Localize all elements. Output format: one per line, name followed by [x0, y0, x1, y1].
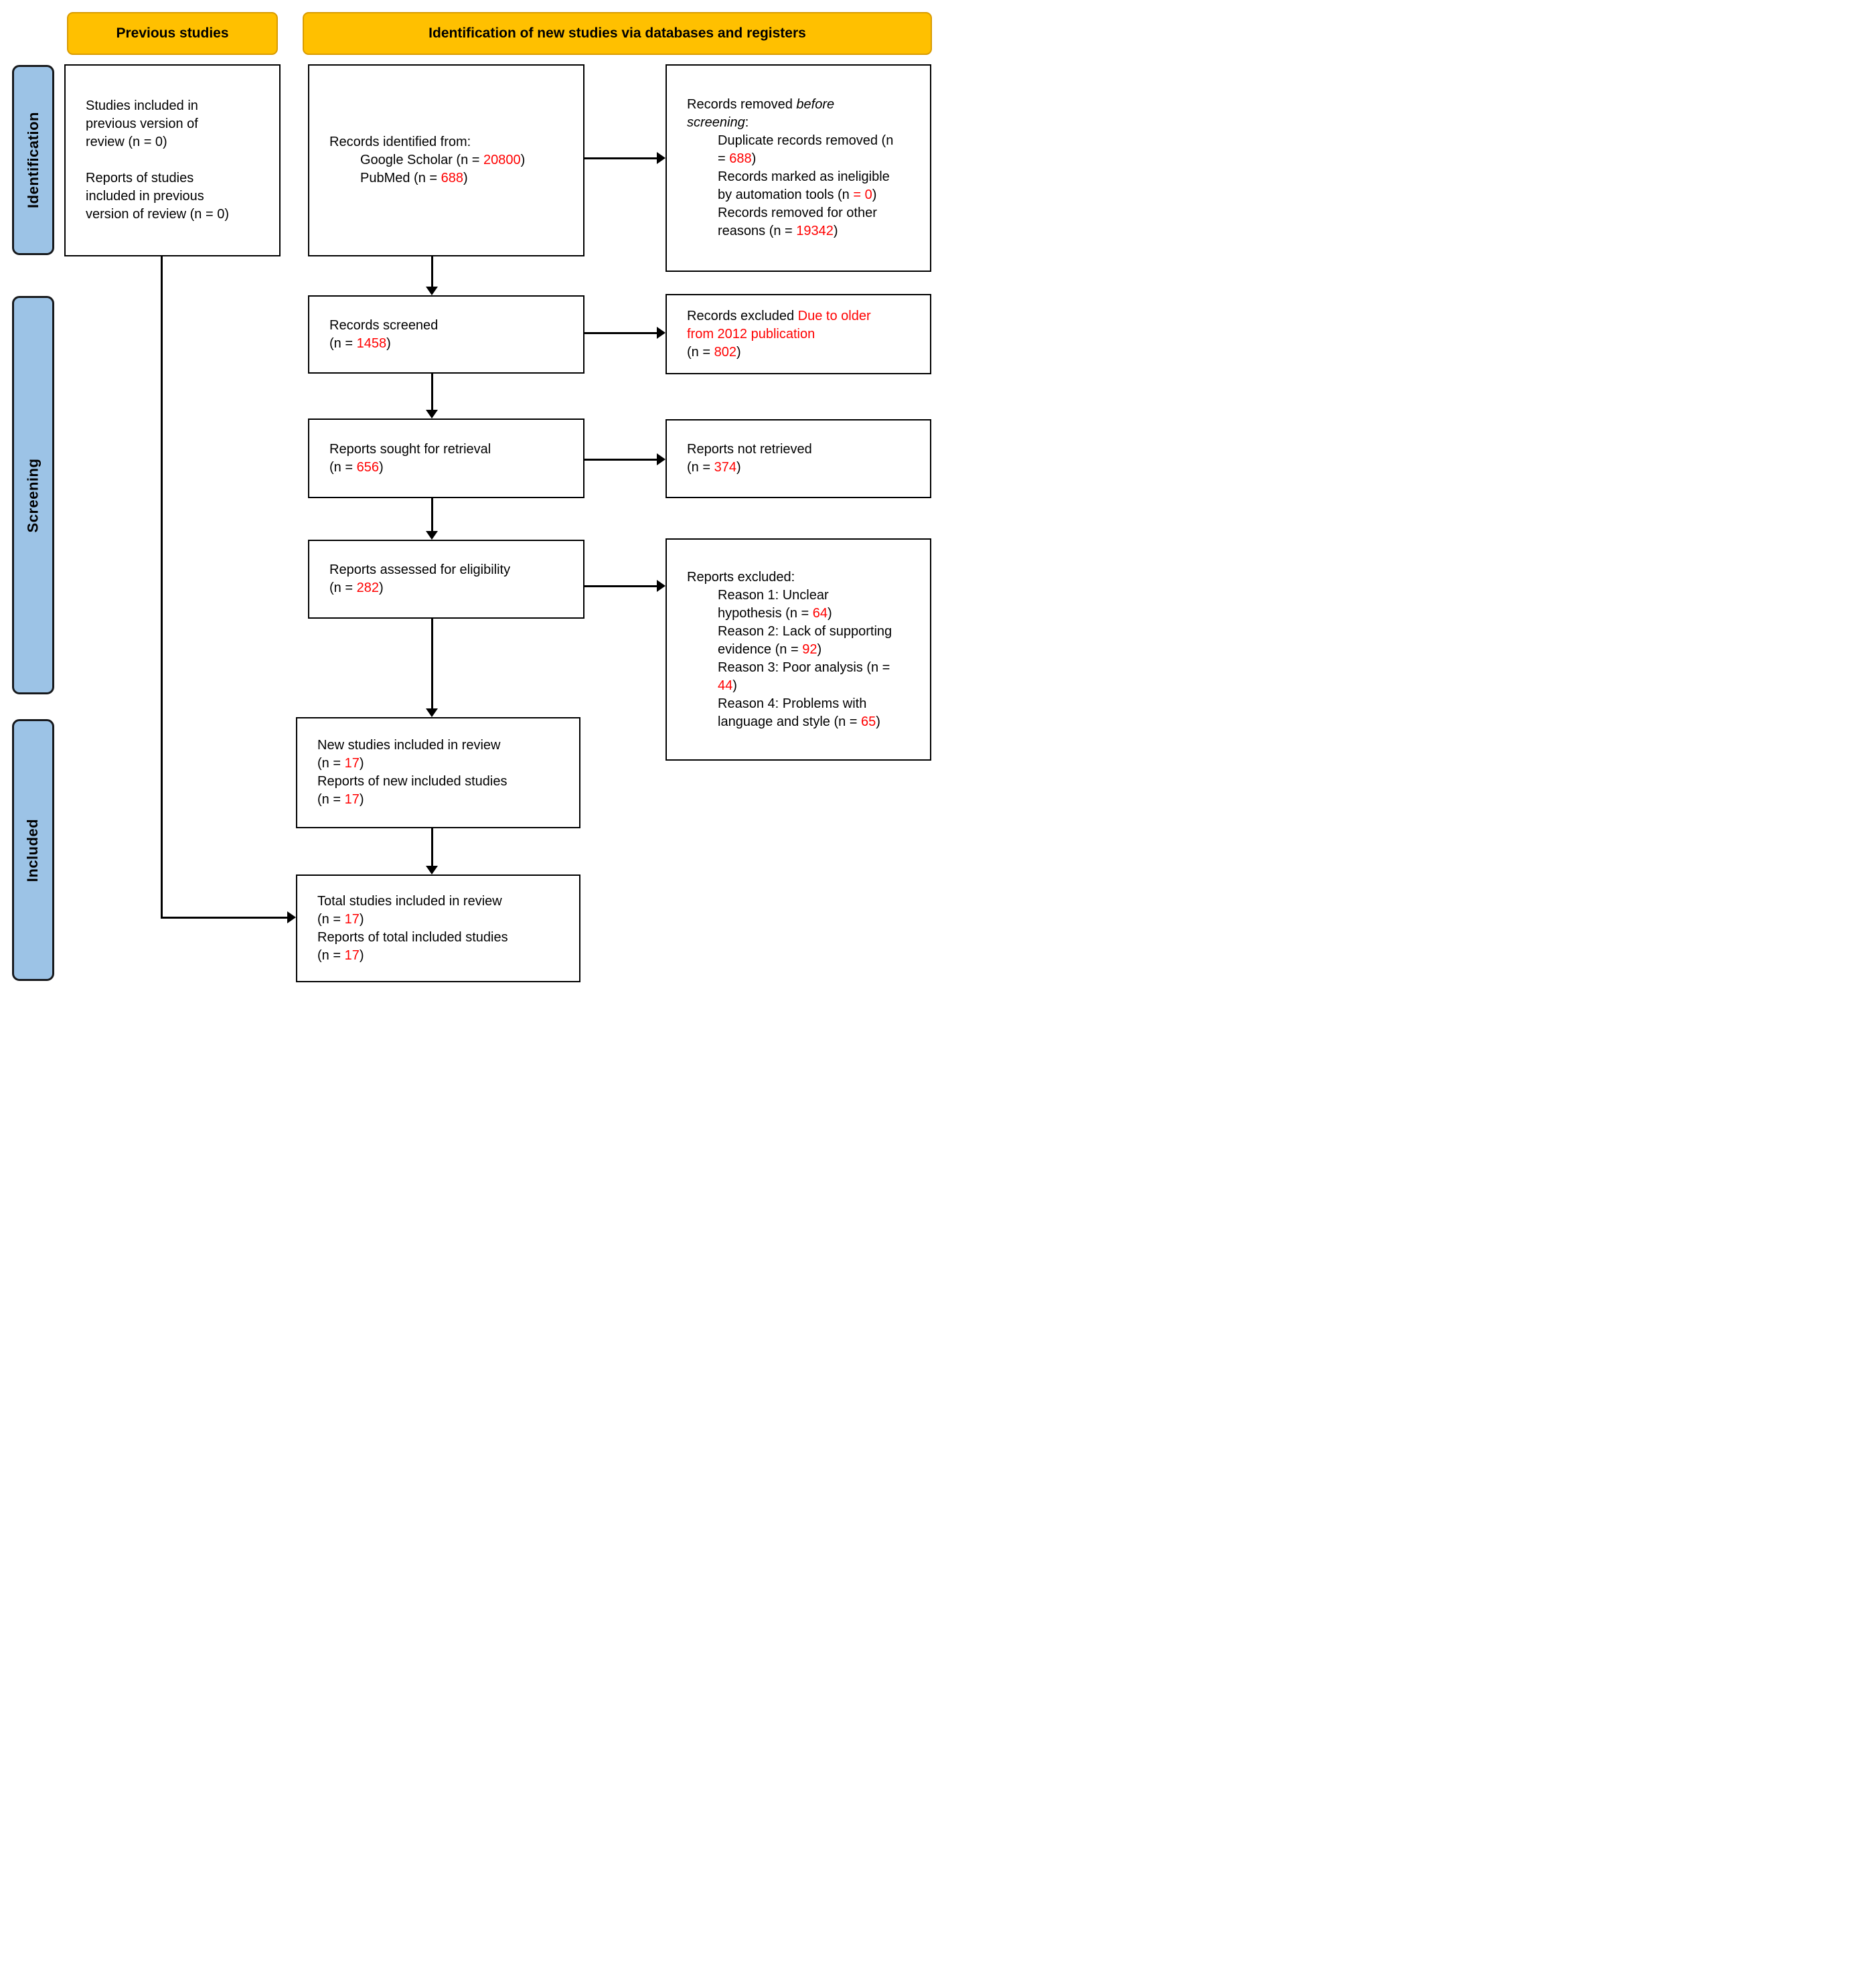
phase-label-identification-text: Identification — [24, 112, 42, 208]
header-identification-new-studies: Identification of new studies via databa… — [303, 12, 932, 55]
phase-label-screening: Screening — [12, 296, 54, 694]
phase-label-included: Included — [12, 719, 54, 981]
box-reports-sought: Reports sought for retrieval(n = 656) — [308, 418, 584, 498]
box-reports-not-retrieved: Reports not retrieved(n = 374) — [666, 419, 931, 498]
prisma-flow-diagram: Previous studies Identification of new s… — [0, 0, 938, 993]
phase-label-included-text: Included — [24, 818, 42, 882]
phase-label-screening-text: Screening — [24, 458, 42, 532]
header-previous-studies: Previous studies — [67, 12, 278, 55]
box-total-studies-included: Total studies included in review(n = 17)… — [296, 874, 580, 982]
box-records-identified: Records identified from:Google Scholar (… — [308, 64, 584, 256]
box-reports-assessed: Reports assessed for eligibility(n = 282… — [308, 540, 584, 619]
box-records-screened: Records screened(n = 1458) — [308, 295, 584, 374]
box-new-studies-included: New studies included in review(n = 17)Re… — [296, 717, 580, 828]
phase-label-identification: Identification — [12, 65, 54, 255]
